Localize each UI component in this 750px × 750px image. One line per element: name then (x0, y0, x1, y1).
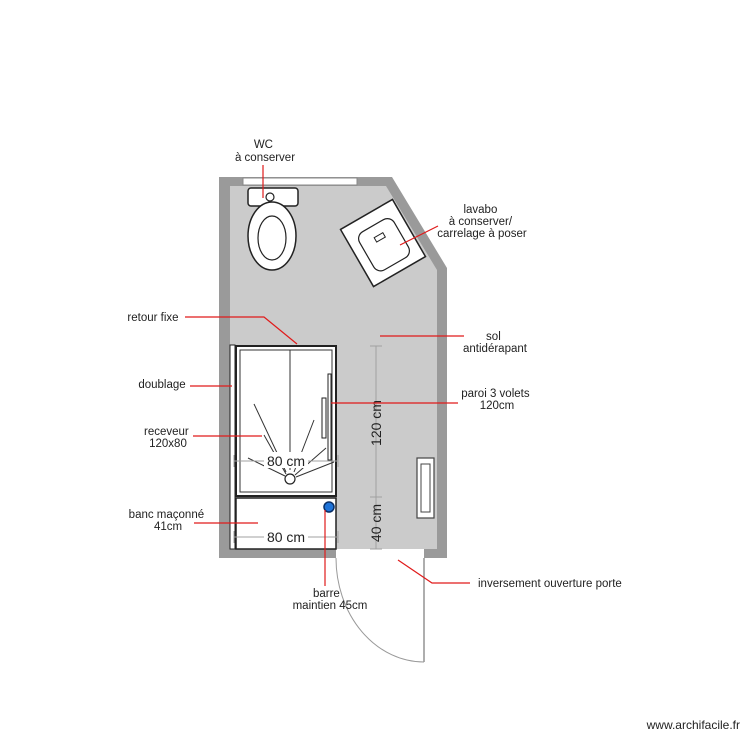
drain (284, 473, 296, 485)
door-opening (336, 549, 424, 559)
porte-label: inversement ouverture porte (478, 578, 622, 590)
radiator (416, 457, 435, 519)
window (242, 177, 358, 186)
wc-label: WC à conserver (235, 139, 295, 164)
grab-bar-marker (323, 501, 335, 513)
shower-length-dimension: 120 cm (368, 400, 384, 446)
banc-label: banc maçonné 41cm (129, 509, 208, 533)
dim-bg-bench (264, 528, 308, 544)
lavabo-label: lavabo à conserver/ carrelage à poser (437, 204, 527, 240)
washbasin (339, 198, 427, 288)
sol-label: sol antidérapant (463, 331, 528, 355)
shower-screen (321, 373, 332, 461)
paroi-label: paroi 3 volets 120cm (461, 388, 533, 412)
receveur-label: receveur 120x80 (144, 426, 192, 450)
bench-width-dimension: 80 cm (267, 529, 305, 545)
doublage-label: doublage (138, 379, 185, 391)
retour-fixe-label: retour fixe (127, 312, 178, 324)
wall-lining (229, 344, 236, 550)
site-credit: www.archifacile.fr (646, 718, 740, 732)
toilet (247, 187, 299, 271)
leader-lines (185, 165, 470, 586)
dim-bg-shower (264, 452, 308, 468)
door-swing-arc (335, 557, 425, 663)
shower-width-dimension: 80 cm (267, 453, 305, 469)
shower-tray (235, 345, 337, 497)
bench-length-dimension: 40 cm (368, 504, 384, 542)
barre-label: barre maintien 45cm (293, 588, 368, 612)
